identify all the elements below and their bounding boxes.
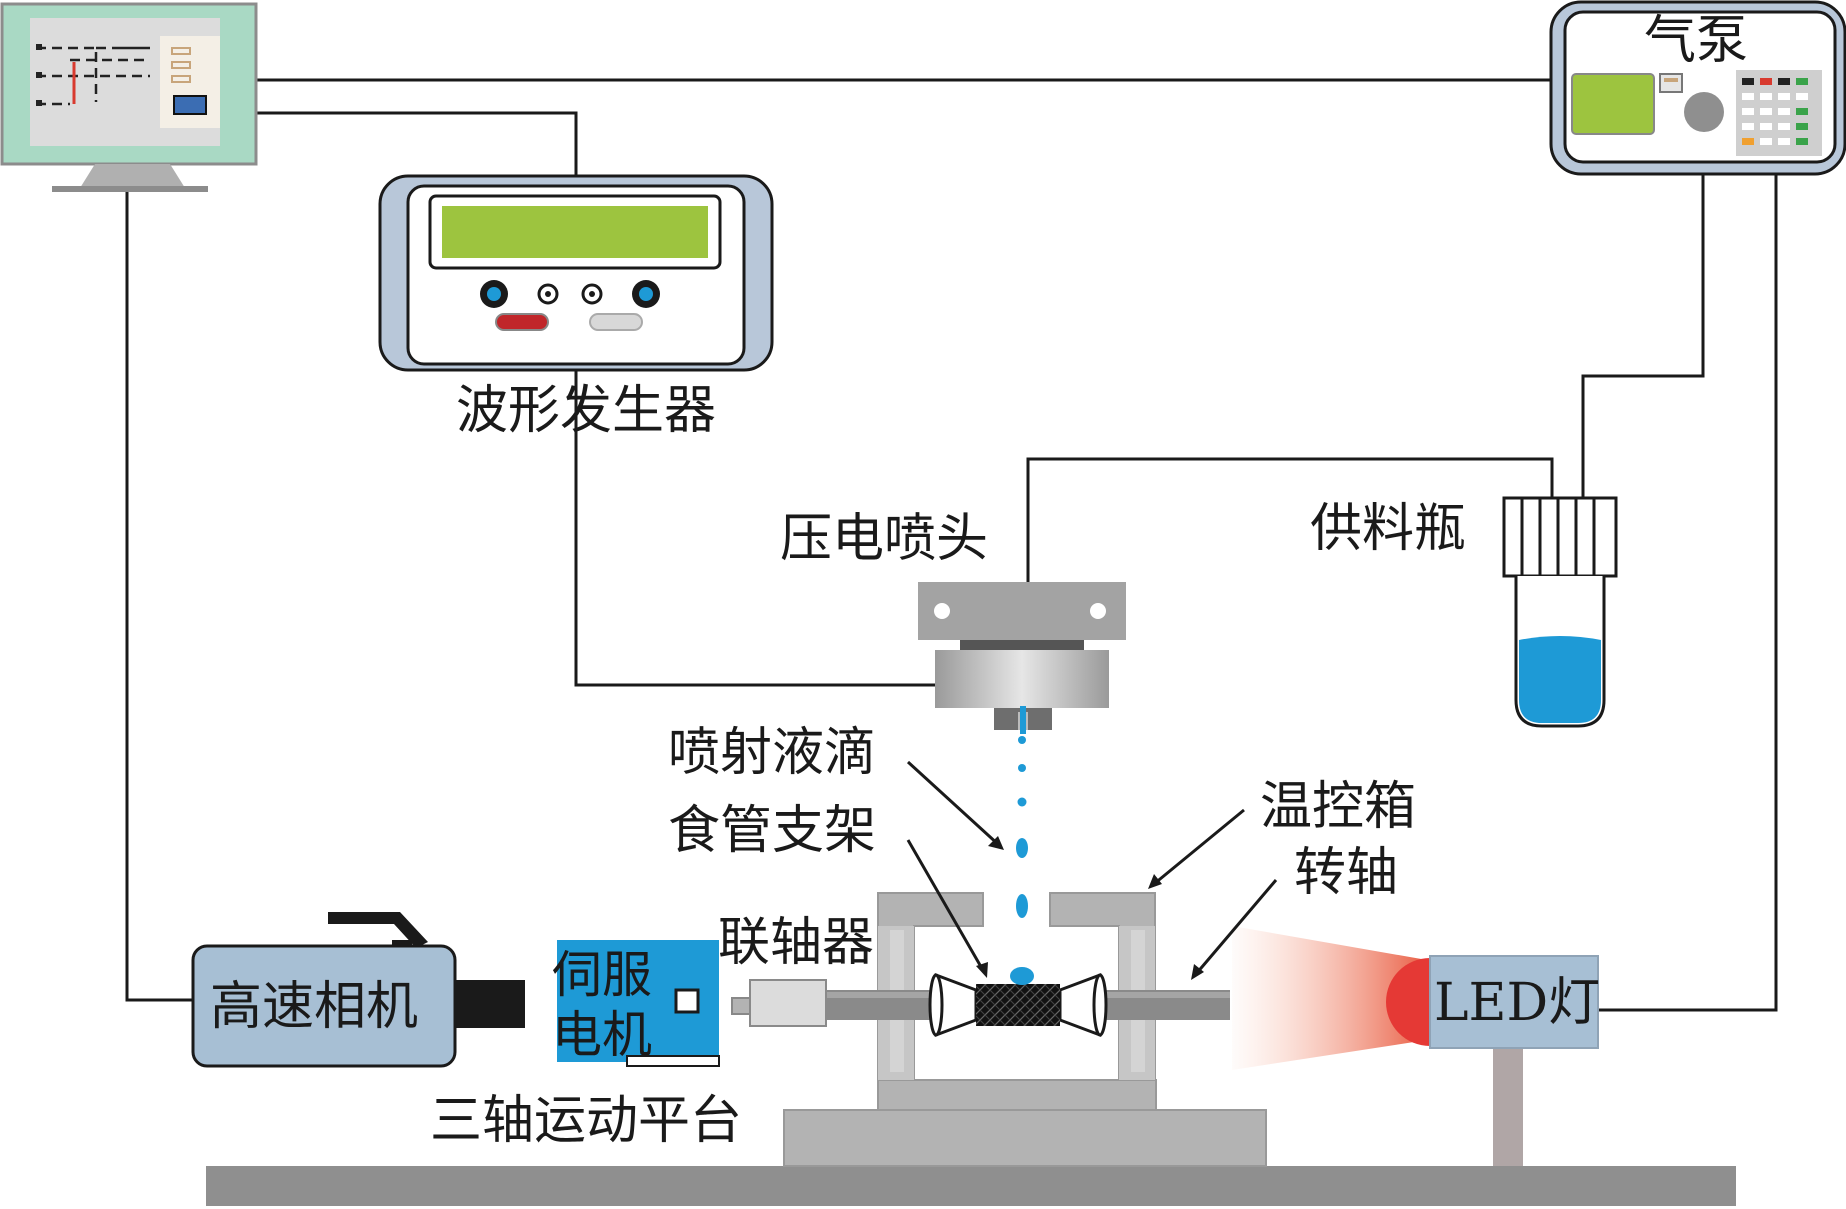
air-pump-keypad-icon xyxy=(1742,78,1808,145)
led-lamp: LED灯 xyxy=(1386,955,1600,1166)
arrow-to-temp-chamber xyxy=(1153,808,1245,886)
wire-bottle-to-nozzle xyxy=(1026,457,1554,582)
led-emitter xyxy=(1386,958,1430,1046)
droplet xyxy=(1016,894,1028,918)
droplet xyxy=(1016,838,1028,858)
connection-wires xyxy=(125,78,1778,1012)
waveform-generator-label: 波形发生器 xyxy=(456,381,716,441)
nozzle-body xyxy=(935,650,1109,708)
piezo-nozzle-label: 压电喷头 xyxy=(780,509,988,569)
wire-waveform-to-nozzle xyxy=(574,370,935,687)
esophageal-stent-label: 食管支架 xyxy=(668,801,876,861)
jetted-droplet-label: 喷射液滴 xyxy=(668,723,876,783)
rotation-shaft-assembly xyxy=(826,967,1230,1038)
air-pump-label: 气泵 xyxy=(1644,11,1748,71)
three-axis-stage-label: 三轴运动平台 xyxy=(430,1091,742,1151)
droplets xyxy=(1016,736,1028,918)
temp-chamber-label: 温控箱 xyxy=(1260,777,1416,837)
high-speed-camera: 高速相机 xyxy=(191,912,525,1068)
wire-computer-to-camera xyxy=(125,190,193,1002)
camera-handle xyxy=(328,912,428,948)
bottle-liquid xyxy=(1519,636,1601,723)
red-button-icon xyxy=(495,313,549,331)
wire-computer-to-waveform-generator xyxy=(256,111,578,176)
air-pump-dial-icon xyxy=(1684,92,1724,132)
servo-motor: 伺服 电机 xyxy=(552,940,720,1067)
arrow-to-rotary-shaft xyxy=(1194,879,1278,975)
deposited-droplet xyxy=(1010,967,1034,985)
droplet xyxy=(1018,764,1026,772)
droplet xyxy=(1018,736,1026,744)
supply-bottle-label: 供料瓶 xyxy=(1310,499,1466,559)
label-arrows xyxy=(906,760,1278,980)
monitor-stand xyxy=(80,164,185,188)
led-stand xyxy=(1493,1046,1523,1166)
servo-motor-label-line1: 伺服 xyxy=(552,946,652,1004)
waveform-screen xyxy=(442,206,708,258)
led-housing xyxy=(1429,955,1599,1049)
gray-button-icon xyxy=(589,313,643,331)
computer-monitor xyxy=(0,2,258,192)
supply-bottle: 供料瓶 xyxy=(1310,496,1618,728)
camera-lens xyxy=(455,980,525,1028)
coupling: 联轴器 xyxy=(718,913,874,1027)
air-pump: 气泵 xyxy=(1549,0,1846,176)
wire-pump-to-bottle xyxy=(1581,174,1705,498)
monitor-base xyxy=(52,186,208,192)
led-light-beam xyxy=(1232,926,1427,1070)
piezo-nozzle: 压电喷头 xyxy=(780,509,1126,734)
arrow-to-droplets xyxy=(906,760,1002,848)
waveform-generator: 波形发生器 xyxy=(378,174,774,441)
three-axis-stage xyxy=(783,1109,1267,1167)
led-lamp-label: LED灯 xyxy=(1434,973,1600,1033)
platform xyxy=(206,1079,1736,1206)
air-pump-screen xyxy=(1571,73,1655,135)
high-speed-camera-label: 高速相机 xyxy=(210,977,418,1037)
coupling-label: 联轴器 xyxy=(718,913,874,973)
rotary-shaft-label: 转轴 xyxy=(1294,843,1398,903)
servo-motor-label-line2: 电机 xyxy=(552,1006,652,1064)
droplet xyxy=(1017,797,1027,807)
base-plate xyxy=(206,1166,1736,1206)
esophageal-stent xyxy=(976,984,1060,1026)
arrow-to-stent xyxy=(906,839,986,973)
wire-pump-to-led xyxy=(1598,174,1778,1012)
